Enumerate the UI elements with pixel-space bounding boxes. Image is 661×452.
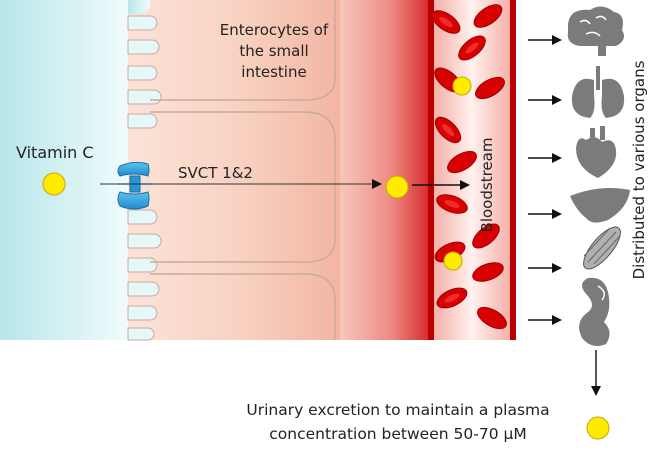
vessel-wall-left [428,0,434,340]
microvilli [127,0,162,341]
excretion-label: Urinary excretion to maintain a plasma c… [208,398,588,446]
kidney-icon [579,277,610,346]
enterocytes-line-3: intestine [241,63,307,81]
enterocytes-line-2: the small [239,42,309,60]
cell-boundaries [150,0,336,340]
intestinal-lumen [0,0,130,340]
vitamin-c-label: Vitamin C [16,143,94,162]
enterocytes-label: Enterocytes of the small intestine [208,20,340,83]
bloodstream-text: Bloodstream [478,137,496,232]
liver-icon [570,188,630,223]
svct-transporter [117,161,152,210]
excretion-line-1: Urinary excretion to maintain a plasma [246,401,550,419]
interstitial-space [340,0,430,340]
excretion-line-2: concentration between 50-70 µM [269,425,527,443]
rbc-highlights [439,16,479,303]
vitamin-c-molecule-blood-2 [443,251,463,271]
enterocytes-line-1: Enterocytes of [219,21,329,39]
enterocyte-layer [128,0,348,340]
transporter-label: SVCT 1&2 [178,164,253,182]
vessel-wall-right [510,0,516,340]
vitamin-c-molecule-blood-1 [452,76,472,96]
bloodstream-label: Bloodstream [474,122,500,247]
heart-icon [576,126,617,178]
brain-icon [567,6,624,57]
vitamin-c-molecule-urine [586,416,610,440]
organ-arrows [528,35,562,325]
vitamin-c-molecule-cell [385,175,409,199]
lungs-icon [571,66,625,118]
muscle-icon [583,226,621,270]
vitamin-c-molecule-lumen [42,172,66,196]
distributed-label: Distributed to various organs [624,20,654,320]
distributed-text: Distributed to various organs [630,60,648,280]
